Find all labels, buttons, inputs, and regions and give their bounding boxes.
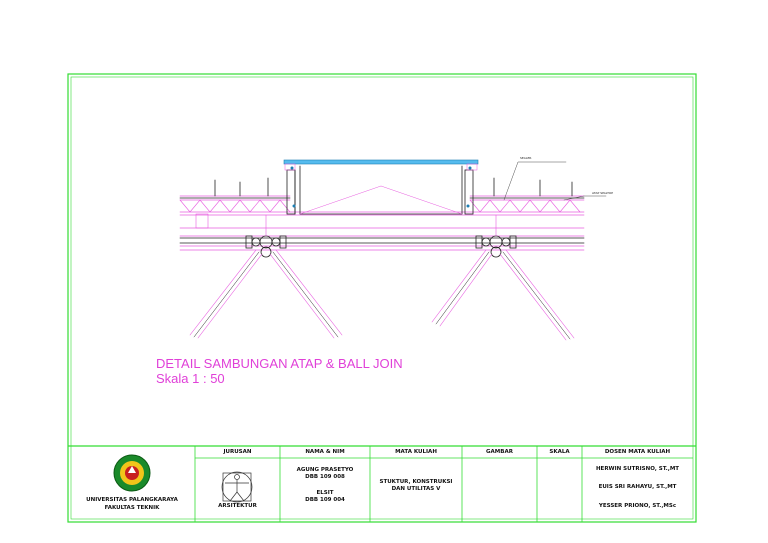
title-block-grid [194, 446, 693, 522]
mata-kuliah-line-2: DAN UTILITAS V [391, 486, 441, 492]
callout-roof-spaltop: ATAP SPALTOP [592, 191, 614, 195]
student-2-nim: DBB 109 004 [305, 497, 345, 503]
header-dosen: DOSEN MATA KULIAH [604, 449, 671, 455]
drawing-scale: Skala 1 : 50 [156, 371, 225, 386]
student-1-name: AGUNG PRASETYO [296, 467, 354, 473]
mata-kuliah-line-1: STUKTUR, KONSTRUKSI [379, 479, 453, 485]
faculty-name: FAKULTAS TEKNIK [104, 505, 160, 511]
callout-sealer: SEALER [520, 156, 532, 160]
jurusan-value: ARSITEKTUR [218, 503, 257, 509]
header-jurusan: JURUSAN [223, 449, 252, 455]
header-nama-nim: NAMA & NIM [305, 449, 345, 455]
sheet-frame [67, 73, 697, 523]
drawing-title: DETAIL SAMBUNGAN ATAP & BALL JOIN [156, 356, 403, 371]
student-1-nim: DBB 109 008 [305, 474, 345, 480]
header-skala: SKALA [549, 449, 570, 455]
university-name: UNIVERSITAS PALANGKARAYA [86, 497, 178, 503]
roof-linework [179, 159, 607, 341]
header-gambar: GAMBAR [486, 449, 513, 455]
architecture-logo [221, 471, 253, 503]
student-2-name: ELSIT [316, 490, 334, 496]
header-mata-kuliah: MATA KULIAH [395, 449, 437, 455]
university-logo [113, 454, 151, 492]
dosen-1: HERWIN SUTRISNO, ST.,MT [595, 466, 680, 472]
dosen-2: EUIS SRI RAHAYU, ST.,MT [598, 484, 677, 490]
dosen-3: YESSER PRIONO, ST.,MSc [598, 503, 677, 509]
